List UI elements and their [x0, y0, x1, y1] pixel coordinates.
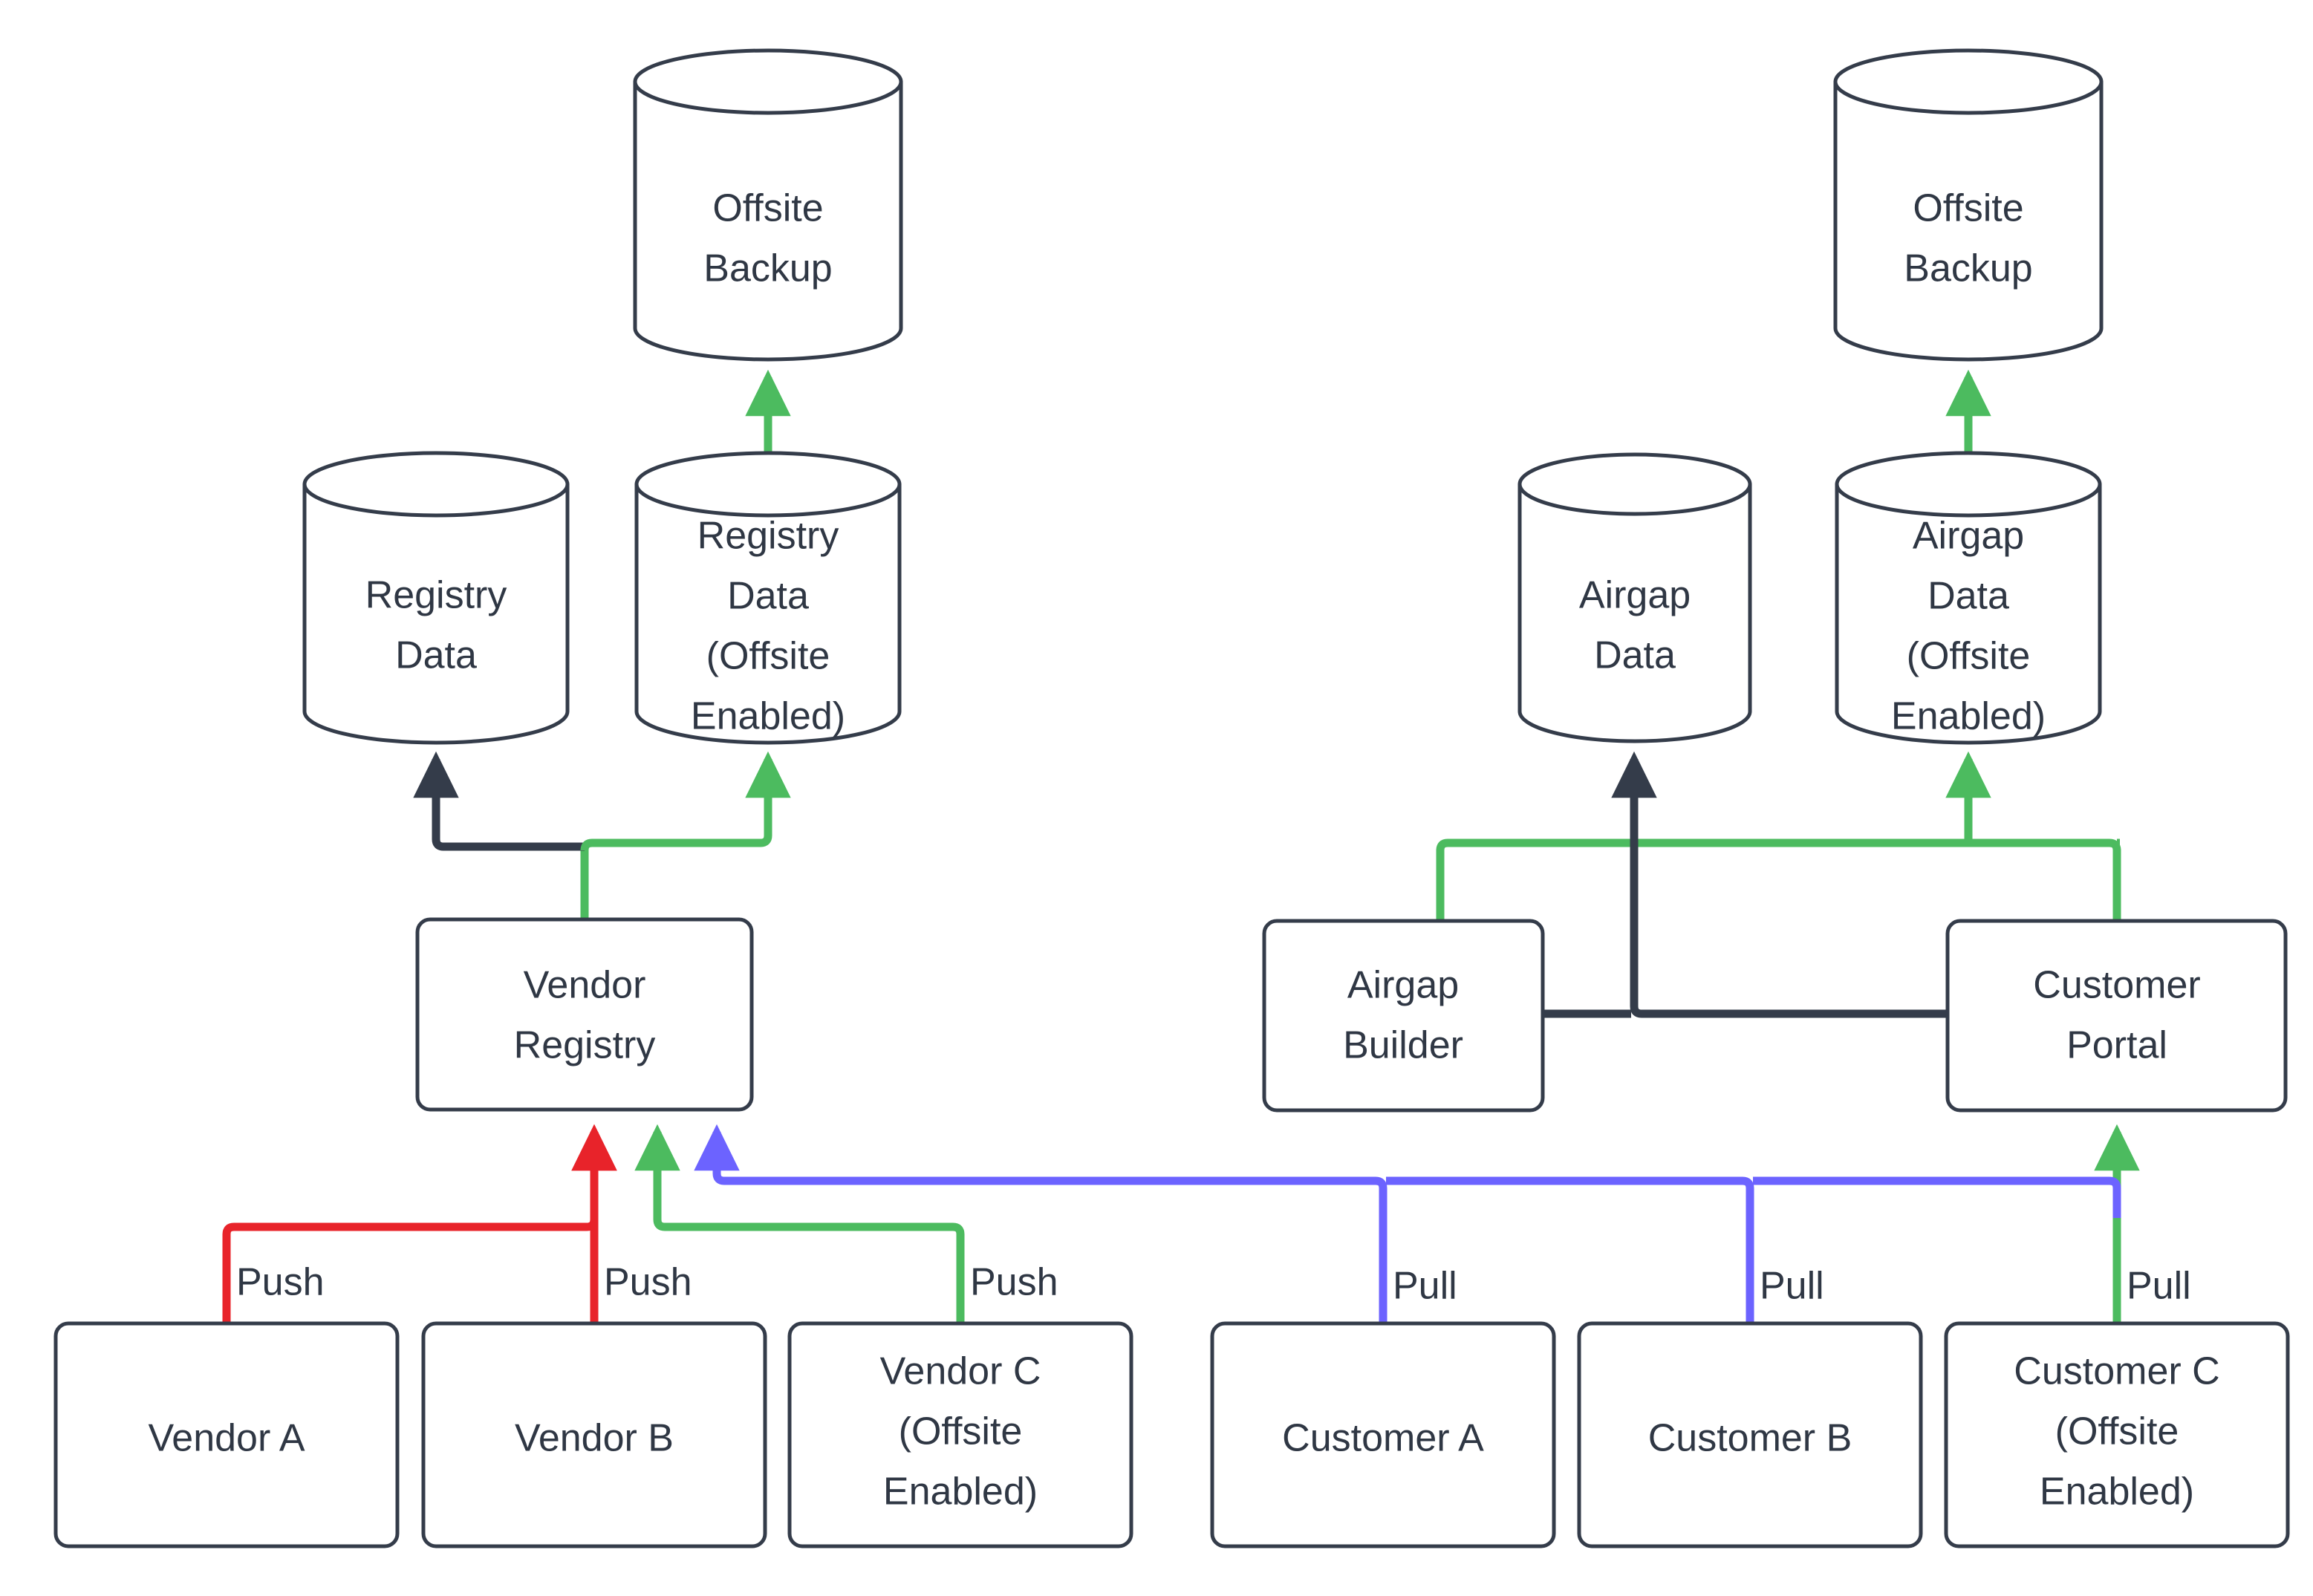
offsite-backup-right-label-1: Offsite — [1913, 187, 2023, 230]
airgap-builder-label-2: Builder — [1343, 1024, 1463, 1067]
edge-labels-layer: Push Push Push Pull Pull Pull — [236, 1261, 2191, 1308]
edge-label-customer-a-pull: Pull — [1393, 1265, 1457, 1308]
edge-pull-bus-right — [1753, 1176, 2121, 1218]
node-customer-b[interactable]: Customer B — [1577, 1321, 1923, 1548]
airgap-data-offsite-label-3: (Offsite — [1907, 635, 2031, 678]
airgap-data-offsite-label-1: Airgap — [1913, 515, 2024, 558]
offsite-backup-right-label-2: Backup — [1904, 247, 2032, 290]
airgap-data-offsite-label-4: Enabled) — [1891, 695, 2046, 738]
customer-b-label: Customer B — [1648, 1417, 1852, 1460]
customer-portal-label-1: Customer — [2033, 964, 2200, 1007]
edge-label-customer-c-pull: Pull — [2127, 1265, 2191, 1308]
vendor-registry-label-2: Registry — [514, 1024, 656, 1067]
node-registry-data-offsite[interactable]: Registry Data (Offsite Enabled) — [634, 451, 902, 745]
customer-c-label-1: Customer C — [2014, 1350, 2219, 1393]
node-airgap-data[interactable]: Airgap Data — [1517, 452, 1752, 743]
edge-customer-portal-to-airgap-data — [1611, 751, 1948, 1018]
edge-customer-b-to-vendor-registry — [1386, 1176, 1754, 1323]
registry-data-offsite-label-4: Enabled) — [691, 695, 845, 738]
edge-label-vendor-a-push: Push — [236, 1261, 325, 1304]
node-customer-portal[interactable]: Customer Portal — [1945, 919, 2288, 1113]
node-vendor-c[interactable]: Vendor C (Offsite Enabled) — [787, 1321, 1133, 1548]
vendor-a-label: Vendor A — [148, 1417, 305, 1460]
node-offsite-backup-left[interactable]: Offsite Backup — [633, 48, 903, 362]
registry-data-label-2: Data — [395, 634, 477, 677]
node-airgap-data-offsite[interactable]: Airgap Data (Offsite Enabled) — [1835, 451, 2102, 745]
offsite-backup-left-label-1: Offsite — [712, 187, 823, 230]
vendor-b-label: Vendor B — [515, 1417, 674, 1460]
edge-green-bus-to-airgap-builder — [1436, 838, 2121, 921]
registry-data-offsite-label-2: Data — [727, 575, 809, 618]
vendor-registry-label-1: Vendor — [524, 964, 646, 1007]
edge-vendor-registry-to-registry-data — [413, 751, 585, 851]
edge-vendor-registry-to-registry-data-offsite — [580, 751, 791, 851]
node-offsite-backup-right[interactable]: Offsite Backup — [1833, 48, 2104, 362]
customer-portal-label-2: Portal — [2066, 1024, 2167, 1067]
airgap-data-label-1: Airgap — [1579, 574, 1691, 617]
offsite-backup-left-label-2: Backup — [703, 247, 832, 290]
node-vendor-b[interactable]: Vendor B — [421, 1321, 767, 1548]
edge-label-customer-b-pull: Pull — [1760, 1265, 1824, 1308]
node-vendor-a[interactable]: Vendor A — [53, 1321, 400, 1548]
edge-customer-a-to-vendor-registry — [694, 1124, 1388, 1323]
registry-data-offsite-label-3: (Offsite — [706, 635, 830, 678]
node-customer-a[interactable]: Customer A — [1210, 1321, 1556, 1548]
node-customer-c[interactable]: Customer C (Offsite Enabled) — [1944, 1321, 2290, 1548]
edge-label-vendor-c-push: Push — [970, 1261, 1058, 1304]
customer-c-label-2: (Offsite — [2055, 1410, 2179, 1453]
vendor-c-label-1: Vendor C — [880, 1350, 1041, 1393]
registry-data-offsite-label-1: Registry — [697, 515, 839, 558]
customer-c-label-3: Enabled) — [2040, 1470, 2194, 1514]
edge-vendor-c-to-vendor-registry — [634, 1124, 965, 1323]
airgap-builder-label-1: Airgap — [1347, 964, 1459, 1007]
vendor-c-label-2: (Offsite — [899, 1410, 1023, 1453]
node-airgap-builder[interactable]: Airgap Builder — [1262, 919, 1545, 1113]
edge-label-vendor-b-push: Push — [604, 1261, 692, 1304]
airgap-data-offsite-label-2: Data — [1928, 575, 2009, 618]
registry-data-label-1: Registry — [365, 574, 507, 617]
customer-a-label: Customer A — [1282, 1417, 1484, 1460]
node-vendor-registry[interactable]: Vendor Registry — [415, 917, 754, 1112]
edges-layer — [222, 369, 2140, 1323]
airgap-data-label-2: Data — [1594, 634, 1676, 677]
vendor-c-label-3: Enabled) — [883, 1470, 1038, 1514]
node-registry-data[interactable]: Registry Data — [302, 451, 570, 745]
